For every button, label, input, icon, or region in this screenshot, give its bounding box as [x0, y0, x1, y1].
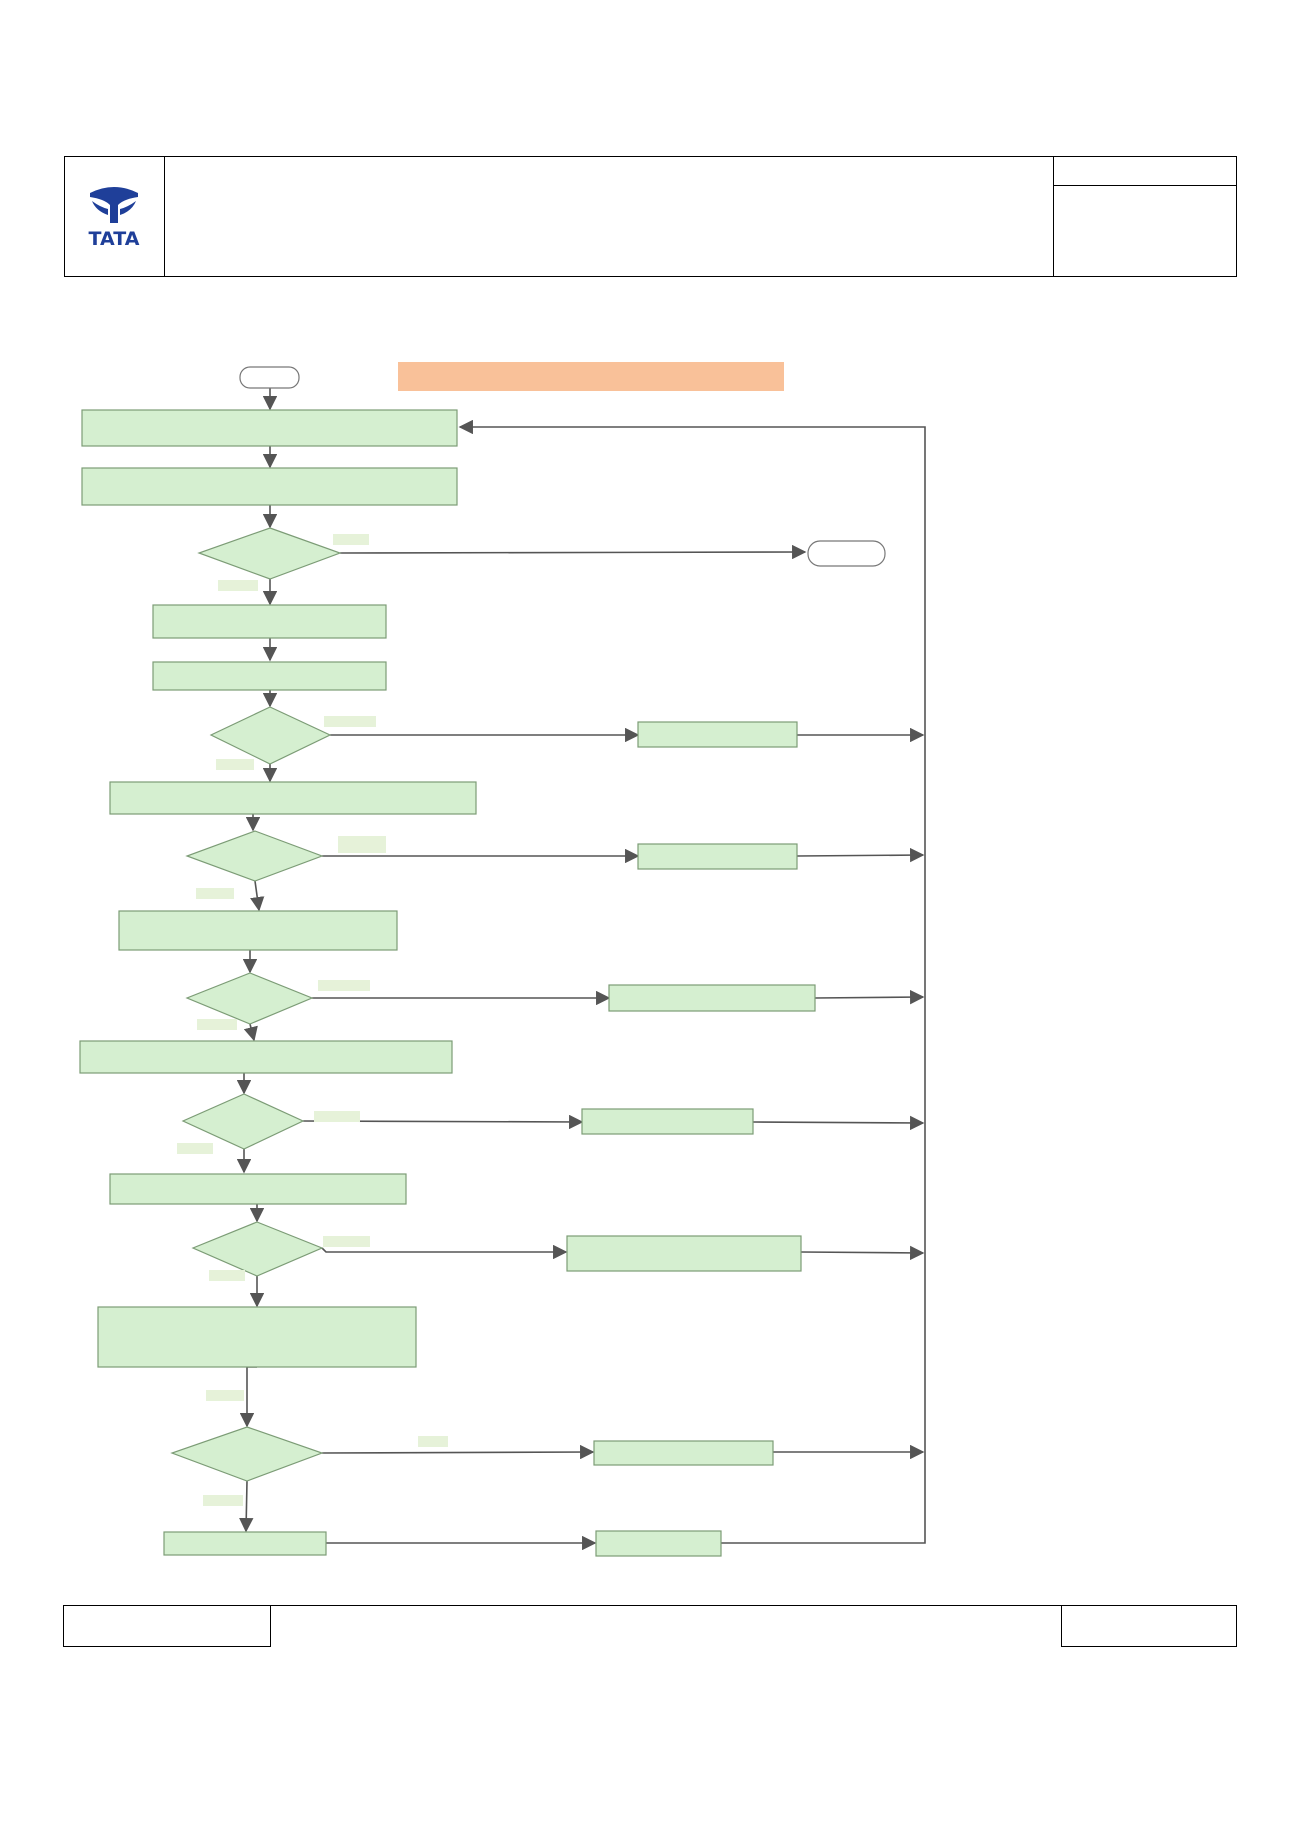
branch-label — [218, 580, 258, 591]
terminals — [239, 366, 886, 567]
decisions — [170, 527, 342, 1482]
branch-label — [324, 716, 376, 727]
process-step-10 — [163, 1531, 327, 1556]
side-action-4 — [581, 1108, 754, 1135]
process-steps — [79, 409, 477, 1556]
connectors — [236, 388, 926, 1551]
process-step-3 — [152, 604, 387, 639]
logo-wordmark: TATA — [89, 228, 140, 249]
arrow-side-4-to-loop — [752, 1115, 925, 1131]
branch-label — [209, 1270, 245, 1281]
branch-label — [177, 1143, 213, 1154]
branch-label — [318, 980, 370, 991]
branch-label — [323, 1236, 370, 1247]
side-action-7 — [595, 1530, 722, 1557]
header-table: TATA — [64, 156, 1237, 277]
header-logo-cell: TATA — [65, 157, 165, 276]
arrow-decision-6-to-side-5 — [321, 1244, 568, 1260]
branch-label — [203, 1495, 243, 1506]
decision-2 — [209, 706, 332, 765]
side-action-5 — [566, 1235, 802, 1272]
decision-6 — [191, 1221, 324, 1277]
decision-7 — [170, 1426, 324, 1482]
process-step-9 — [97, 1306, 417, 1368]
side-action-1 — [637, 721, 798, 748]
arrow-side-2-to-loop — [796, 847, 925, 863]
tata-logo-icon: TATA — [89, 187, 140, 249]
end-terminal — [807, 540, 886, 567]
header-title-cell — [164, 157, 1054, 276]
decision-5 — [181, 1093, 305, 1150]
side-actions — [566, 721, 816, 1557]
arrow-decision-4-to-step-7 — [243, 1023, 258, 1042]
decision-3 — [185, 830, 324, 882]
arrow-decision-1-to-end — [339, 544, 807, 560]
footer-top-rule — [271, 1605, 1061, 1606]
arrow-step-9-to-decision-7 — [239, 1366, 257, 1428]
branch-label — [418, 1436, 448, 1447]
arrow-decision-7-to-side-6 — [321, 1444, 595, 1460]
decision-4 — [185, 972, 314, 1025]
process-step-7 — [79, 1040, 453, 1074]
process-step-2 — [81, 467, 458, 506]
decision-1 — [197, 527, 342, 580]
side-action-2 — [637, 843, 798, 870]
branch-labels — [177, 534, 448, 1506]
branch-label — [314, 1111, 360, 1122]
process-step-6 — [118, 910, 398, 951]
side-action-6 — [593, 1440, 774, 1466]
arrow-decision-7-to-step-10 — [239, 1480, 254, 1533]
title-banner — [398, 362, 784, 391]
arrow-side-3-to-loop — [814, 989, 925, 1005]
branch-label — [333, 534, 369, 545]
side-action-3 — [608, 984, 816, 1012]
branch-label — [338, 836, 386, 853]
process-step-1 — [81, 409, 458, 447]
footer-left-cell — [63, 1605, 271, 1647]
branch-label — [206, 1390, 244, 1401]
process-step-8 — [109, 1173, 407, 1205]
arrow-decision-3-to-step-6 — [250, 880, 265, 912]
branch-label — [216, 759, 254, 770]
loop-back-line — [458, 419, 926, 1544]
branch-label — [196, 888, 234, 899]
arrow-side-5-to-loop — [800, 1245, 925, 1261]
process-step-4 — [152, 661, 387, 691]
footer-right-cell — [1061, 1605, 1237, 1647]
start-terminal — [239, 366, 300, 389]
branch-label — [197, 1019, 237, 1030]
header-docinfo-top-cell — [1053, 157, 1236, 186]
process-step-5 — [109, 781, 477, 815]
